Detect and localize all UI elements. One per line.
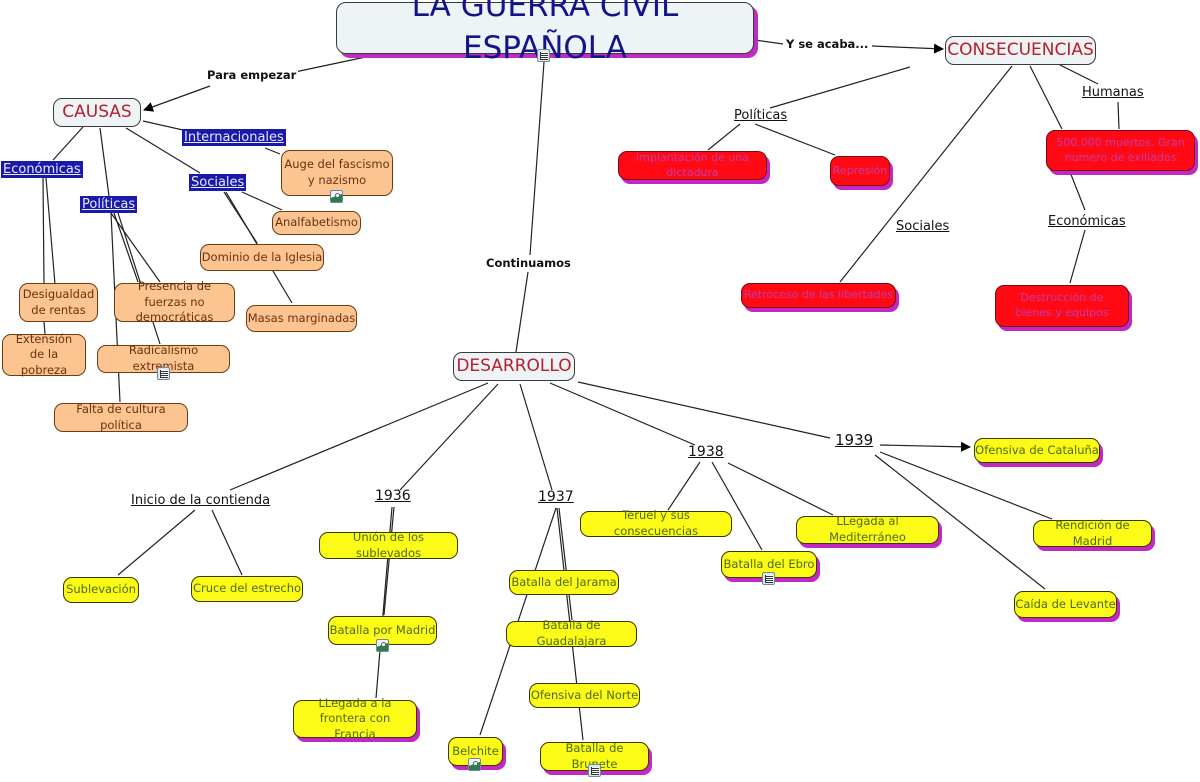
consecuencia-muertos-exiliados[interactable]: 500.000 muertos. Gran numero de exiliado… [1046, 130, 1195, 171]
link-label-para-empezar: Para empezar [205, 68, 299, 82]
evento-batalla-jarama[interactable]: Batalla del Jarama [509, 570, 619, 595]
consecuencias-category-humanas: Humanas [1082, 85, 1144, 100]
consecuencias-category-economicas: Económicas [1048, 214, 1126, 229]
link-title-continuamos [529, 61, 545, 256]
link-para-empezar-causas [143, 85, 211, 112]
link-continuamos-desarrollo [515, 271, 529, 353]
document-icon[interactable] [537, 49, 550, 62]
causas-category-internacionales[interactable]: Internacionales [182, 129, 286, 146]
consecuencia-represion[interactable]: Represión [830, 156, 890, 186]
evento-teruel[interactable]: Teruel y sus consecuencias [580, 508, 732, 538]
period-1939: 1939 [835, 431, 874, 449]
evento-sublevacion[interactable]: Sublevación [63, 577, 139, 603]
link-label-y-se-acaba: Y se acaba... [784, 37, 871, 51]
consecuencia-destruccion-bienes[interactable]: Destrucción de bienes y equipos [995, 285, 1129, 327]
evento-ofensiva-cataluna[interactable]: Ofensiva de Cataluña [974, 438, 1100, 463]
evento-cruce-estrecho[interactable]: Cruce del estrecho [191, 576, 303, 602]
period-1936: 1936 [375, 488, 411, 504]
image-icon[interactable] [468, 758, 481, 771]
evento-ofensiva-norte[interactable]: Ofensiva del Norte [529, 683, 640, 708]
evento-caida-levante[interactable]: Caída de Levante [1014, 591, 1117, 618]
period-1937: 1937 [538, 489, 574, 505]
link-title-causas [294, 54, 376, 73]
consecuencias-category-sociales: Sociales [896, 219, 950, 234]
consecuencia-dictadura[interactable]: Implantación de una dictadura [618, 151, 767, 180]
period-inicio-contienda: Inicio de la contienda [131, 493, 271, 508]
image-icon[interactable] [330, 190, 343, 203]
evento-batalla-brunete[interactable]: Batalla de Brunete [540, 741, 649, 771]
image-icon[interactable] [376, 639, 389, 652]
causa-auge-fascismo[interactable]: Auge del fascismo y nazismo [281, 150, 393, 196]
main-title[interactable]: LA GUERRA CIVIL ESPAÑOLA [336, 0, 754, 66]
document-icon[interactable] [588, 764, 601, 777]
consecuencia-retroceso-libertades[interactable]: Retroceso de las libertades [741, 283, 896, 308]
evento-llegada-frontera[interactable]: LLegada a la frontera con Francia [293, 696, 417, 741]
evento-batalla-guadalajara[interactable]: Batalla de Guadalajara [506, 618, 637, 648]
causas-category-economicas[interactable]: Económicas [1, 161, 83, 178]
causa-extension-pobreza[interactable]: Extensión de la pobreza [2, 332, 86, 377]
evento-union-sublevados[interactable]: Unión de los sublevados [319, 530, 458, 560]
link-label-continuamos: Continuamos [484, 256, 573, 270]
desarrollo-node[interactable]: DESARROLLO [453, 352, 575, 381]
evento-batalla-madrid[interactable]: Batalla por Madrid [328, 616, 437, 645]
consecuencias-category-politicas: Políticas [734, 108, 788, 123]
causa-dominio-iglesia[interactable]: Dominio de la Iglesia [200, 244, 324, 271]
causa-fuerzas-no-democraticas[interactable]: Presencia de fuerzas no democráticas [114, 279, 235, 324]
link-yseacaba-consecuencias [871, 43, 944, 54]
evento-llegada-mediterraneo[interactable]: LLegada al Mediterráneo [796, 514, 939, 544]
causa-desigualdad-rentas[interactable]: Desigualdad de rentas [19, 283, 98, 322]
consecuencias-node[interactable]: CONSECUENCIAS [945, 36, 1096, 65]
causas-category-sociales[interactable]: Sociales [189, 174, 247, 191]
causa-masas-marginadas[interactable]: Masas marginadas [246, 305, 357, 332]
document-icon[interactable] [762, 572, 775, 585]
period-1938: 1938 [688, 444, 724, 460]
causas-category-politicas[interactable]: Políticas [80, 196, 138, 213]
causa-falta-cultura-politica[interactable]: Falta de cultura política [54, 402, 188, 432]
document-icon[interactable] [157, 367, 170, 380]
causa-analfabetismo[interactable]: Analfabetismo [272, 211, 361, 235]
evento-rendicion-madrid[interactable]: Rendición de Madrid [1033, 518, 1152, 548]
causas-node[interactable]: CAUSAS [53, 98, 141, 127]
link-title-yseacaba [754, 39, 784, 45]
